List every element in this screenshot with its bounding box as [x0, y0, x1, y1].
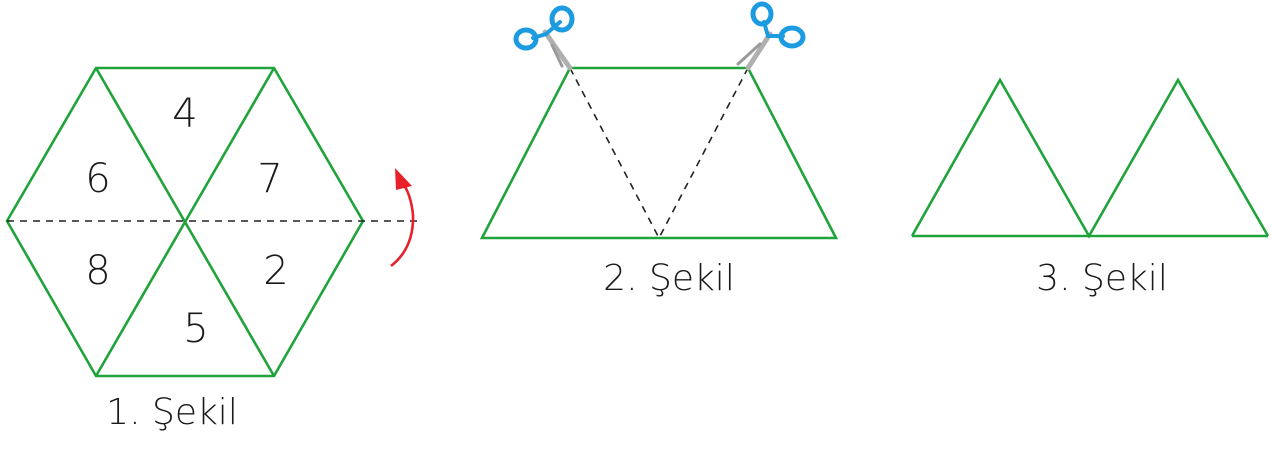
- figure-3-caption: 3. Şekil: [1036, 258, 1168, 299]
- figure-2-caption: 2. Şekil: [603, 258, 735, 299]
- scissors-icon: [736, 1, 806, 71]
- hexagon-number-upper-left: 6: [85, 156, 110, 202]
- curved-arrow-icon: [390, 168, 415, 268]
- hexagon-diagonal-2: [94, 67, 276, 377]
- hexagon-number-top: 4: [172, 91, 197, 137]
- figure-2: 2. Şekil: [479, 1, 839, 299]
- figure-3: 3. Şekil: [910, 77, 1270, 299]
- cut-lines: [569, 67, 749, 240]
- hexagon-number-lower-left: 8: [85, 248, 110, 294]
- trapezoid-outline: [479, 66, 839, 240]
- hexagon-number-bottom: 5: [183, 306, 208, 352]
- hexagon-number-lower-right: 2: [263, 248, 288, 294]
- figure-1-caption: 1. Şekil: [106, 392, 238, 433]
- scissors-icon: [513, 5, 575, 71]
- hexagon-number-upper-right: 7: [257, 156, 282, 202]
- triangles-outline: [910, 77, 1270, 239]
- figure-1: 4 6 7 8 2 5 1. Şekil: [5, 66, 418, 433]
